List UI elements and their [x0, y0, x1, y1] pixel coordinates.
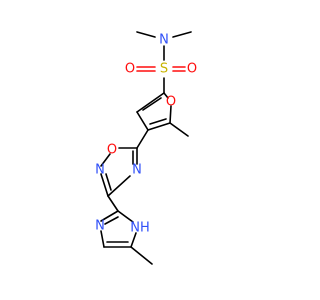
molecule-structure-diagram: N S O O O O N N N NH: [95, 31, 197, 265]
bond-furan-c5-methyl: [169, 122, 189, 137]
atom-n-oxadiazole-2: N: [95, 163, 105, 178]
bond-methyl-n-left: [136, 31, 156, 38]
bond-furan-c3-c2: [136, 92, 165, 113]
bond-imidazole-n1-c2: [117, 210, 134, 223]
bond-methyl-n-right: [172, 31, 192, 38]
bond-furan-c3-c2-inner: [142, 97, 162, 111]
bond-oxadiazole-n2-c3-inner: [105, 173, 112, 191]
atom-n-oxadiazole-4: N: [132, 163, 142, 178]
bond-furan-c5-c4: [147, 122, 171, 131]
bond-oxadiazole-o1-n2: [100, 153, 111, 167]
atom-o-furan: O: [166, 95, 176, 110]
atom-o-oxadiazole: O: [107, 143, 117, 158]
bond-imidazole-c5-n1: [130, 232, 137, 248]
atom-s-sulfonyl: S: [160, 62, 168, 77]
bond-oxadiazole-c3-n4: [107, 175, 131, 197]
atom-labels: N S O O O O N N N NH: [95, 33, 197, 236]
bond-furan-oxadiazole: [136, 129, 149, 149]
atom-nh-imidazole: NH: [130, 221, 150, 236]
atom-n-imidazole-3: N: [95, 219, 105, 234]
bond-furan-c5-c4-inner: [149, 118, 167, 125]
bonds: [100, 31, 192, 265]
bond-furan-c4-c3: [136, 111, 149, 131]
bond-imidazole-c2-n3-inner: [104, 216, 119, 225]
bond-imidazole-c5-methyl: [130, 246, 153, 265]
bond-oxadiazole-imidazole: [107, 195, 119, 212]
atom-n-amide: N: [159, 33, 169, 48]
atom-o-sulfonyl-right: O: [187, 62, 197, 77]
bond-imidazole-n3-c4: [100, 230, 105, 248]
bond-furan-o-c5: [169, 105, 172, 124]
atom-o-sulfonyl-left: O: [125, 62, 135, 77]
bond-furan-c2-o: [163, 92, 169, 99]
bond-imidazole-c2-n3: [100, 210, 119, 222]
bond-oxadiazole-n2-c3: [100, 173, 109, 197]
